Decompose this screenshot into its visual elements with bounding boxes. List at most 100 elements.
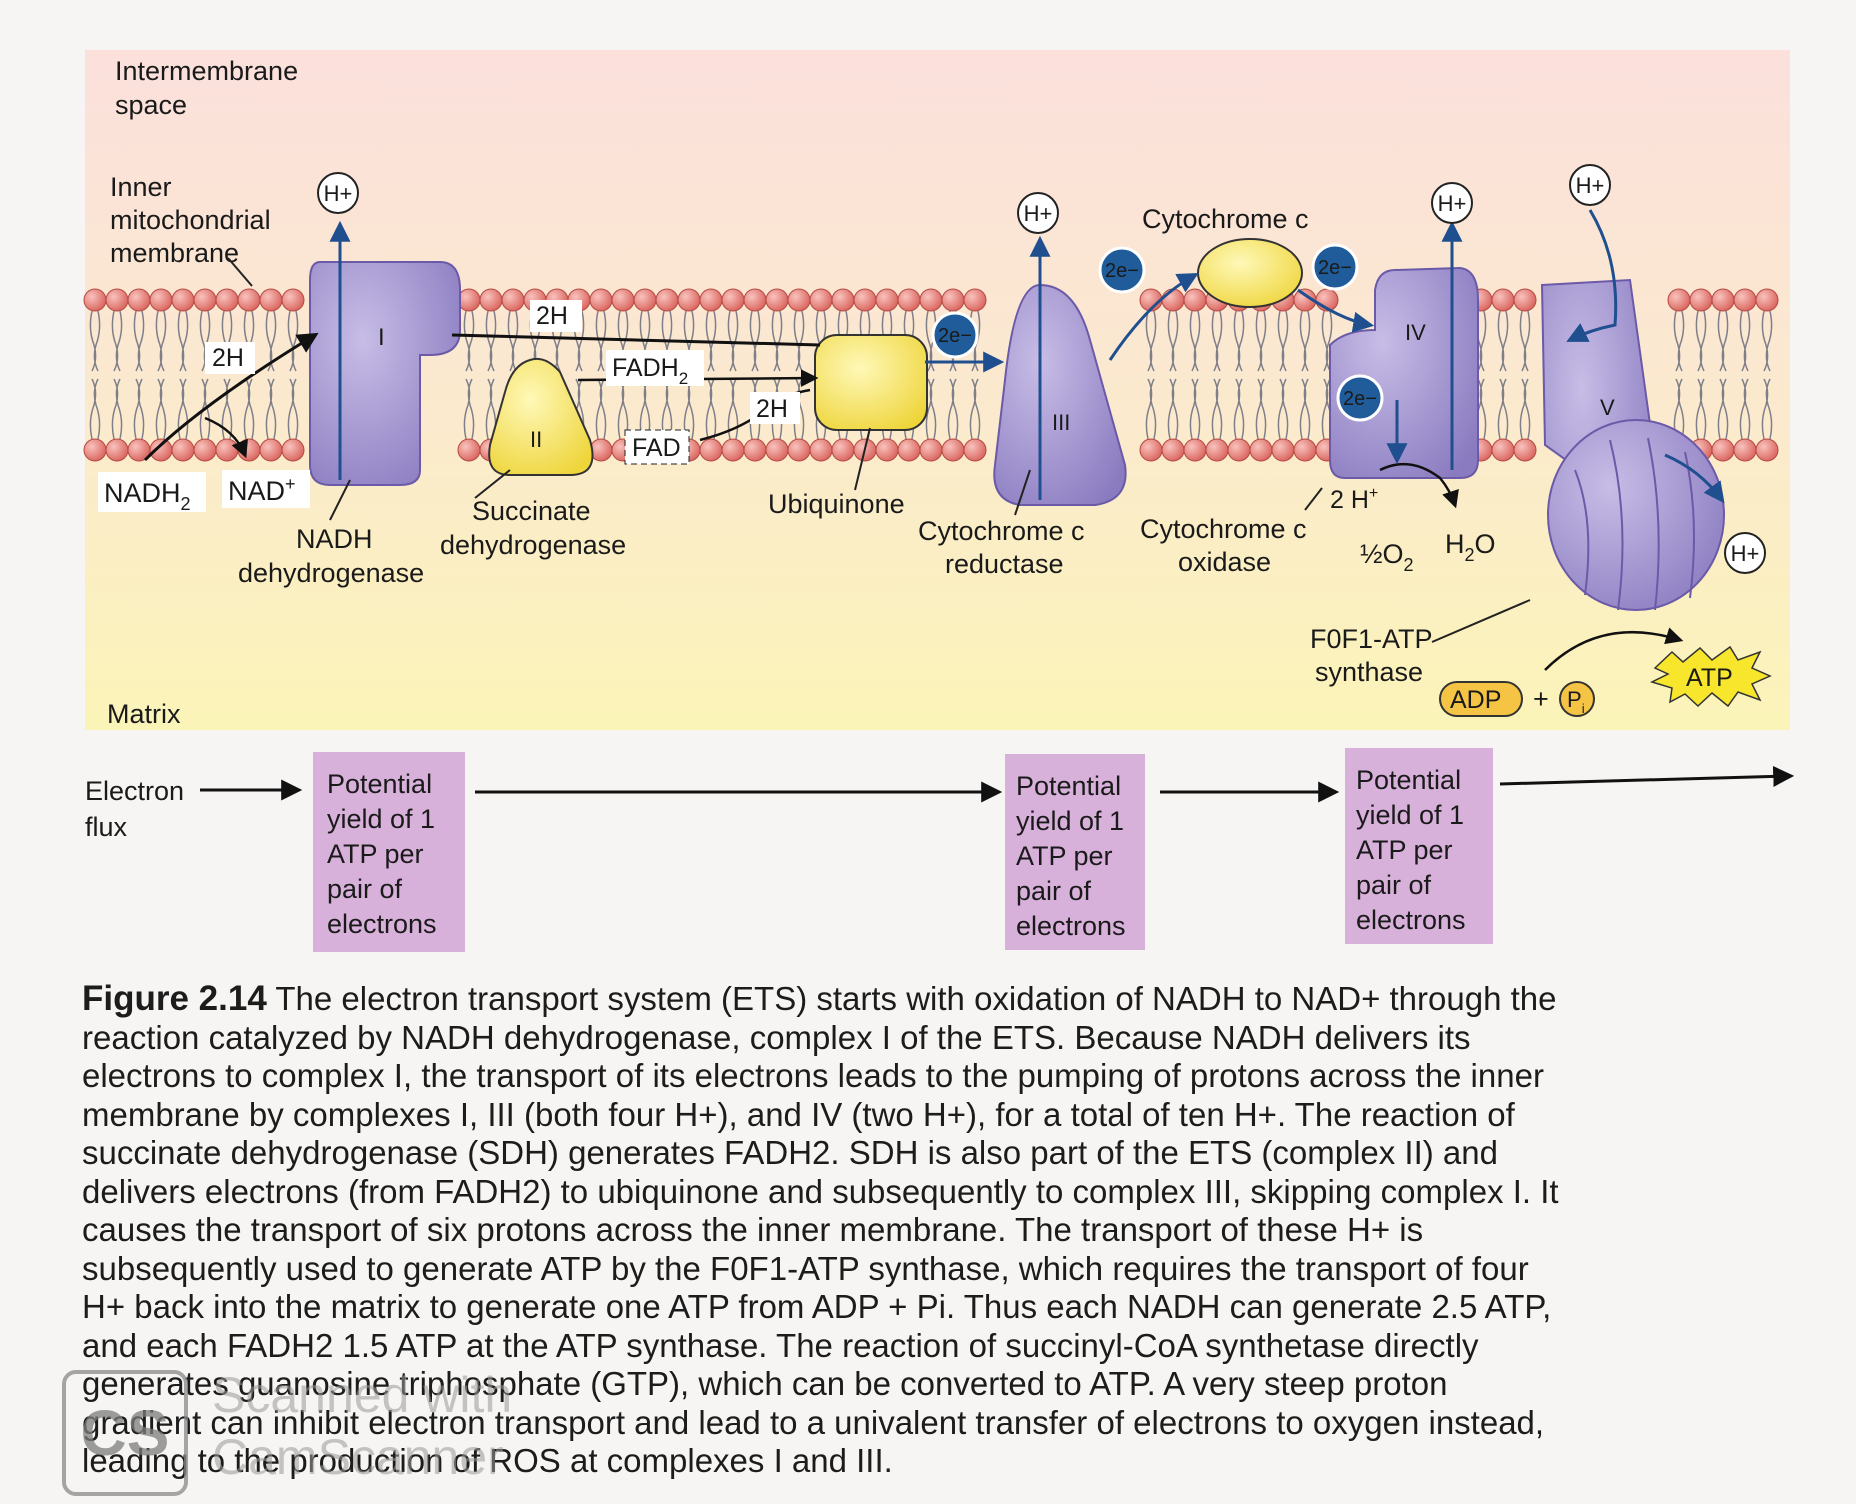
complex-2-roman: II — [530, 427, 542, 452]
fadh2-label: FADH2 — [612, 354, 688, 388]
pi-badge: Pi — [1559, 681, 1595, 717]
lipid-head — [215, 438, 239, 462]
lipid-head — [743, 438, 767, 462]
lipid-head — [127, 288, 151, 312]
lipid-head — [171, 438, 195, 462]
lipid-head — [875, 288, 899, 312]
atp-burst: ATP — [1649, 645, 1772, 708]
camscanner-watermark: CS Scanned with CamScanner — [62, 1360, 602, 1496]
lipid-head — [1183, 438, 1207, 462]
lipid-head — [853, 288, 877, 312]
lipid-head — [963, 288, 987, 312]
nad-arrow — [204, 416, 248, 459]
lipid-head — [941, 438, 965, 462]
svg-text:H+: H+ — [1024, 201, 1053, 226]
lipid-head — [897, 438, 921, 462]
water-arrow — [1379, 462, 1459, 509]
lipid-head — [479, 288, 503, 312]
complex-1-roman: I — [378, 324, 385, 351]
matrix-label: Matrix — [107, 699, 181, 729]
electron-badge: 2e− — [1311, 243, 1359, 291]
svg-text:H+: H+ — [1576, 173, 1605, 198]
complex-3-roman: III — [1052, 410, 1070, 435]
figure-caption: Figure 2.14 The electron transport syste… — [82, 979, 1562, 1481]
adp-badge: ADP — [1439, 681, 1523, 717]
nadh2-label: NADH2 — [104, 478, 191, 514]
lipid-head — [589, 288, 613, 312]
lipid-head — [215, 288, 239, 312]
complex-2 — [488, 357, 594, 476]
two-h-left: 2H — [212, 344, 244, 372]
electron-badge: 2e− — [1098, 246, 1146, 294]
lipid-head — [1689, 288, 1713, 312]
lipid-head — [1491, 438, 1515, 462]
proton-matrix-arrow — [1664, 453, 1725, 504]
lipid-head — [919, 438, 943, 462]
lipid-head — [1161, 438, 1185, 462]
lipid-head — [1271, 438, 1295, 462]
proton-badge: H+ — [1724, 532, 1766, 574]
lipid-head — [457, 288, 481, 312]
lipid-head — [655, 288, 679, 312]
lipid-head — [259, 288, 283, 312]
proton-badge: H+ — [1569, 164, 1611, 206]
lipid-head — [1711, 438, 1735, 462]
lipid-head — [501, 288, 525, 312]
svg-text:H+: H+ — [1731, 541, 1760, 566]
svg-text:2e−: 2e− — [938, 325, 972, 347]
svg-text:Pi: Pi — [1567, 687, 1585, 716]
proton-badge: H+ — [1431, 182, 1473, 224]
watermark-line-2: CamScanner — [212, 1429, 504, 1485]
camscanner-logo: CS — [62, 1370, 188, 1496]
lipid-head — [1513, 438, 1537, 462]
lipid-head — [1205, 438, 1229, 462]
lipid-head — [1733, 438, 1757, 462]
lipid-head — [677, 288, 701, 312]
nad-plus-label: NAD+ — [228, 474, 296, 506]
lipid-head — [1227, 438, 1251, 462]
complex-4 — [1329, 266, 1479, 479]
complex-5-f1-head — [1547, 419, 1725, 611]
lipid-head — [237, 438, 261, 462]
svg-text:2e−: 2e− — [1343, 388, 1377, 410]
svg-text:H+: H+ — [324, 181, 353, 206]
lipid-head — [281, 438, 305, 462]
h2o-label: H2O — [1445, 529, 1496, 565]
lipid-head — [457, 438, 481, 462]
lipid-head — [1667, 288, 1691, 312]
lipid-head — [611, 288, 635, 312]
lipid-head — [831, 438, 855, 462]
electron-badge: 2e− — [931, 311, 979, 359]
lipid-head — [237, 288, 261, 312]
proton-inflow-arrow — [1566, 209, 1618, 342]
lipid-head — [765, 288, 789, 312]
cytc-label: Cytochrome c — [1142, 204, 1309, 234]
complex-1 — [309, 261, 461, 486]
lipid-head — [633, 288, 657, 312]
complex-3 — [993, 283, 1127, 506]
electron-badge: 2e− — [1336, 374, 1384, 422]
lipid-head — [809, 438, 833, 462]
lipid-head — [1139, 438, 1163, 462]
lipid-head — [809, 288, 833, 312]
lipid-head — [1755, 288, 1779, 312]
cytochrome-c — [1197, 238, 1303, 308]
electron-arrow-to-c4 — [1297, 288, 1375, 333]
two-h-top: 2H — [536, 302, 568, 330]
lipid-head — [1183, 288, 1207, 312]
lipid-head — [765, 438, 789, 462]
lipid-head — [193, 288, 217, 312]
ubiquinone-label: Ubiquinone — [768, 489, 905, 519]
lipid-head — [941, 288, 965, 312]
lipid-head — [1491, 288, 1515, 312]
watermark-line-1: Scanned with — [212, 1367, 513, 1423]
